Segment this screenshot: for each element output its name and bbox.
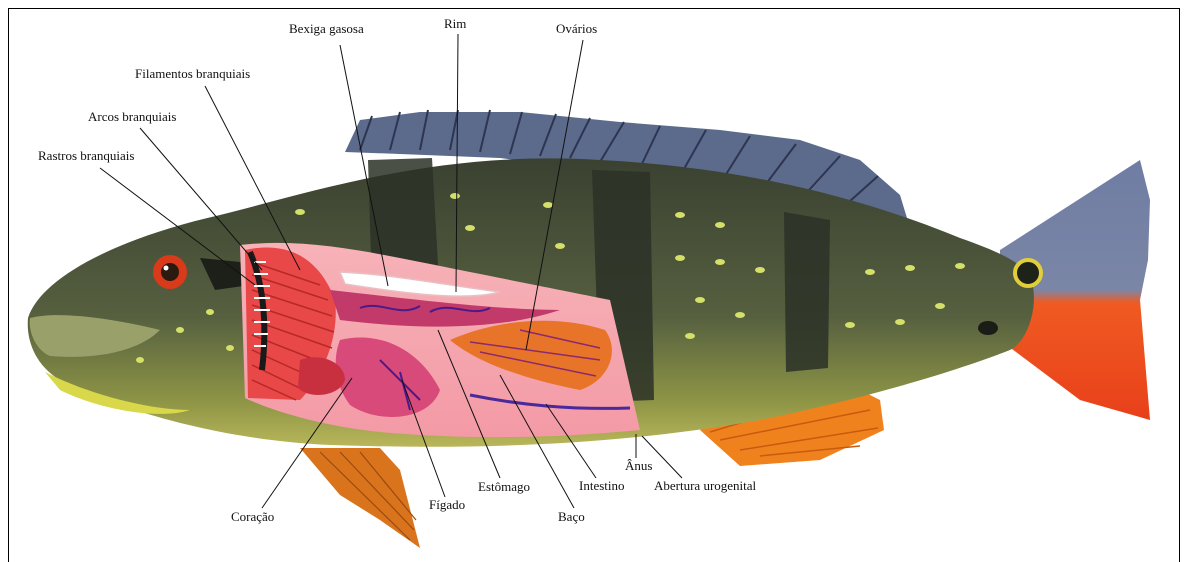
label-abertura-urogenital: Abertura urogenital	[654, 478, 757, 493]
label-coracao: Coração	[231, 509, 274, 524]
caudal-ocellus	[1015, 260, 1041, 286]
label-rim: Rim	[444, 16, 466, 31]
label-rastros-branquiais: Rastros branquiais	[38, 148, 134, 163]
label-estomago: Estômago	[478, 479, 530, 494]
label-anus: Ânus	[625, 458, 652, 473]
label-bexiga-gasosa: Bexiga gasosa	[289, 21, 364, 36]
label-arcos-branquiais: Arcos branquiais	[88, 109, 176, 124]
label-ovarios: Ovários	[556, 21, 597, 36]
label-figado: Fígado	[429, 497, 465, 512]
label-filamentos-branquiais: Filamentos branquiais	[135, 66, 250, 81]
label-baco: Baço	[558, 509, 585, 524]
label-intestino: Intestino	[579, 478, 625, 493]
